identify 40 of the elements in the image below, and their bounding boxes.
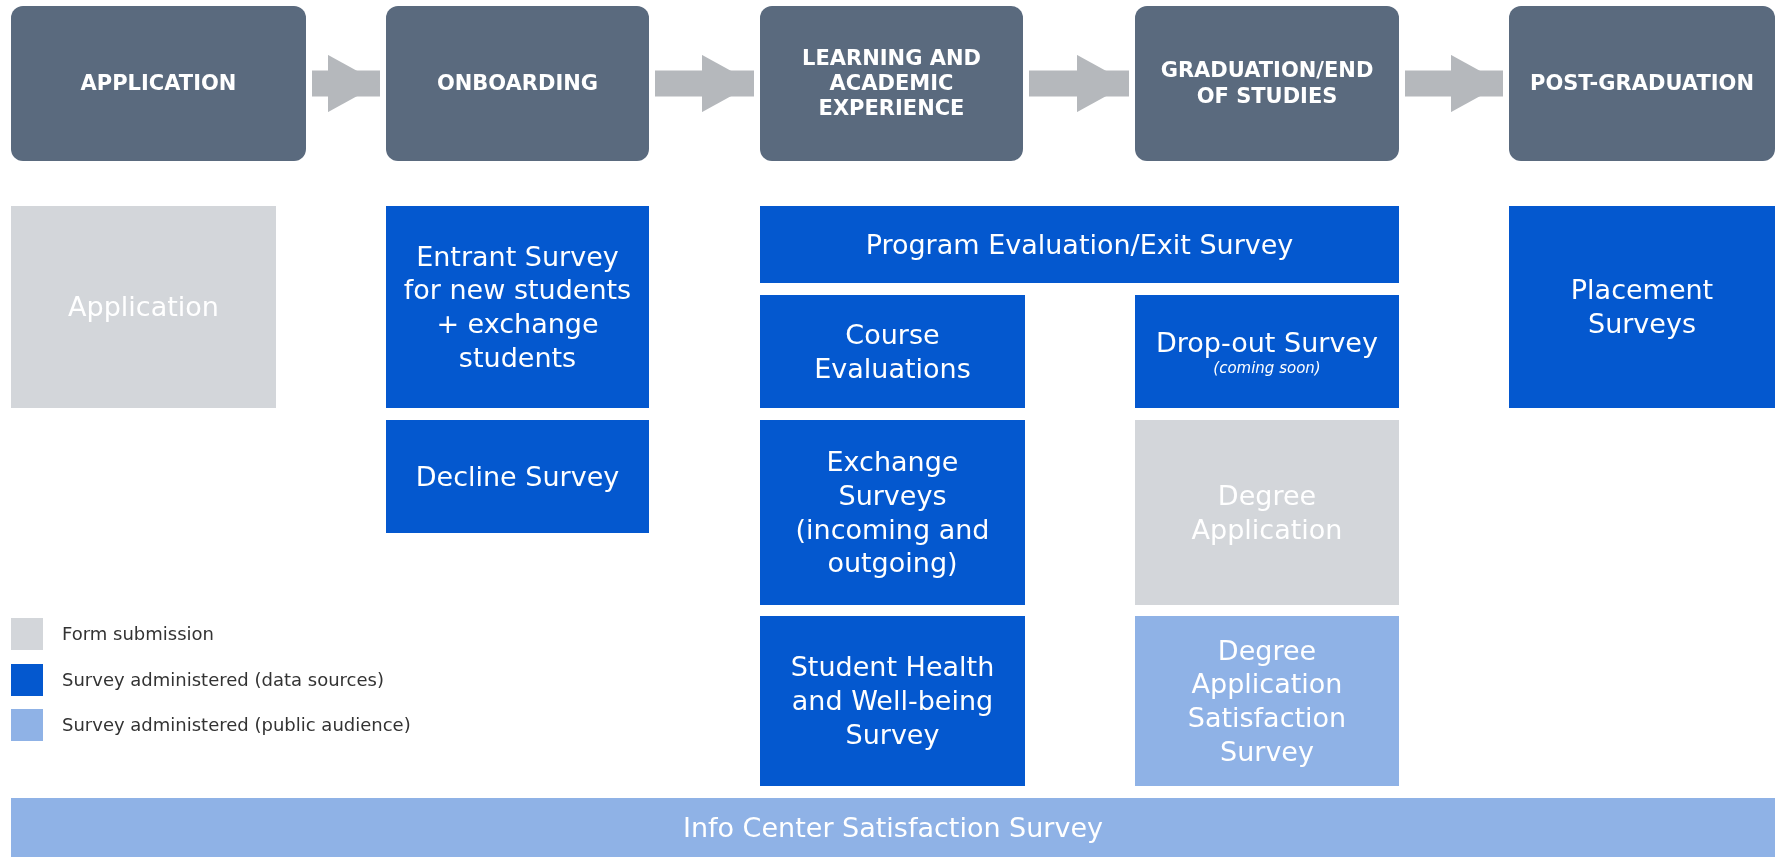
survey-box — [760, 616, 1025, 786]
survey-box — [1135, 616, 1399, 786]
stage-title: LEARNING AND ACADEMIC EXPERIENCE — [801, 45, 982, 122]
box-label: Program Evaluation/Exit Survey — [865, 227, 1294, 262]
form-box — [11, 206, 276, 408]
survey-box — [760, 420, 1025, 605]
box-label: Course Evaluations — [813, 317, 972, 386]
legend-label: Survey administered (data sources) — [62, 669, 384, 690]
box-label: Degree Application Satisfaction Survey — [1186, 633, 1348, 769]
box-label: Decline Survey — [415, 459, 620, 494]
box-note: (coming soon) — [1213, 359, 1321, 378]
stage-title: POST-GRADUATION — [1530, 70, 1754, 97]
block-arrow — [655, 54, 754, 113]
survey-band — [11, 798, 1775, 857]
stage-title: ONBOARDING — [436, 70, 599, 97]
box-label: Drop-out Survey — [1156, 325, 1378, 360]
block-arrow — [312, 54, 380, 113]
survey-box — [760, 206, 1399, 283]
stage-header — [760, 6, 1023, 161]
survey-box — [760, 295, 1025, 408]
box-label: Info Center Satisfaction Survey — [682, 810, 1104, 845]
survey-box — [1509, 206, 1775, 408]
legend-label: Survey administered (public audience) — [62, 714, 411, 735]
survey-box — [386, 206, 649, 408]
survey-box — [1135, 295, 1399, 408]
block-arrow — [1029, 54, 1129, 113]
block-arrow — [1405, 54, 1503, 113]
box-label: Exchange Surveys (incoming and outgoing) — [794, 445, 991, 580]
legend-label: Form submission — [62, 623, 214, 644]
survey-box — [386, 420, 649, 533]
stage-header — [386, 6, 649, 161]
stage-header — [11, 6, 306, 161]
box-label: Entrant Survey for new students + exchange students — [402, 239, 633, 375]
box-label: Placement Surveys — [1569, 273, 1715, 341]
stage-header — [1509, 6, 1775, 161]
form-box — [1135, 420, 1399, 605]
box-label: Student Health and Well-being Survey — [789, 650, 996, 752]
stage-header — [1135, 6, 1399, 161]
stage-title: GRADUATION/END OF STUDIES — [1159, 58, 1375, 109]
stage-title: APPLICATION — [80, 70, 237, 97]
